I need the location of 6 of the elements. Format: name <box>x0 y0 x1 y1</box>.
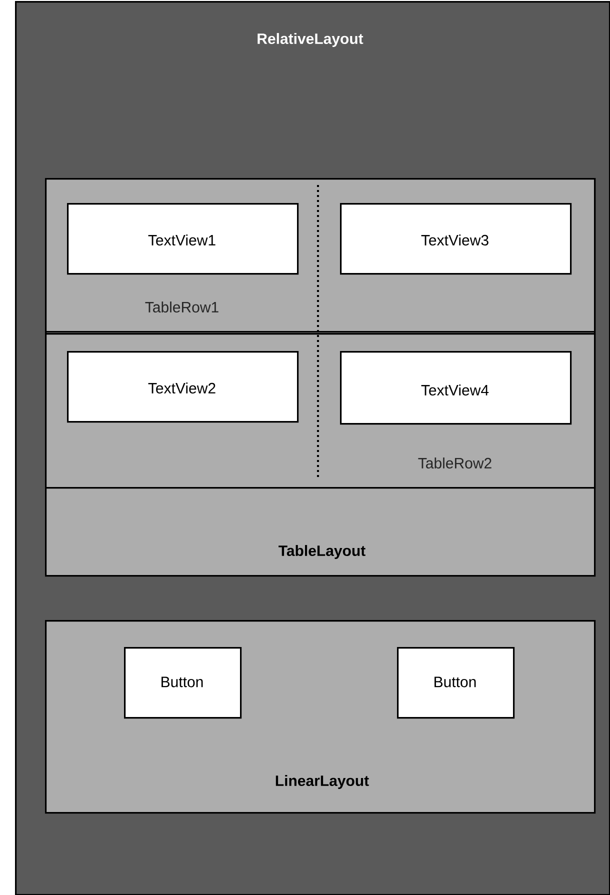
view-box: TextView3 <box>340 203 572 275</box>
view-box: TextView1 <box>67 203 299 275</box>
view-box: Button <box>397 647 515 719</box>
view-box: Button <box>124 647 242 719</box>
view-box: TextView4 <box>340 351 572 425</box>
view-box: TextView2 <box>67 351 299 423</box>
